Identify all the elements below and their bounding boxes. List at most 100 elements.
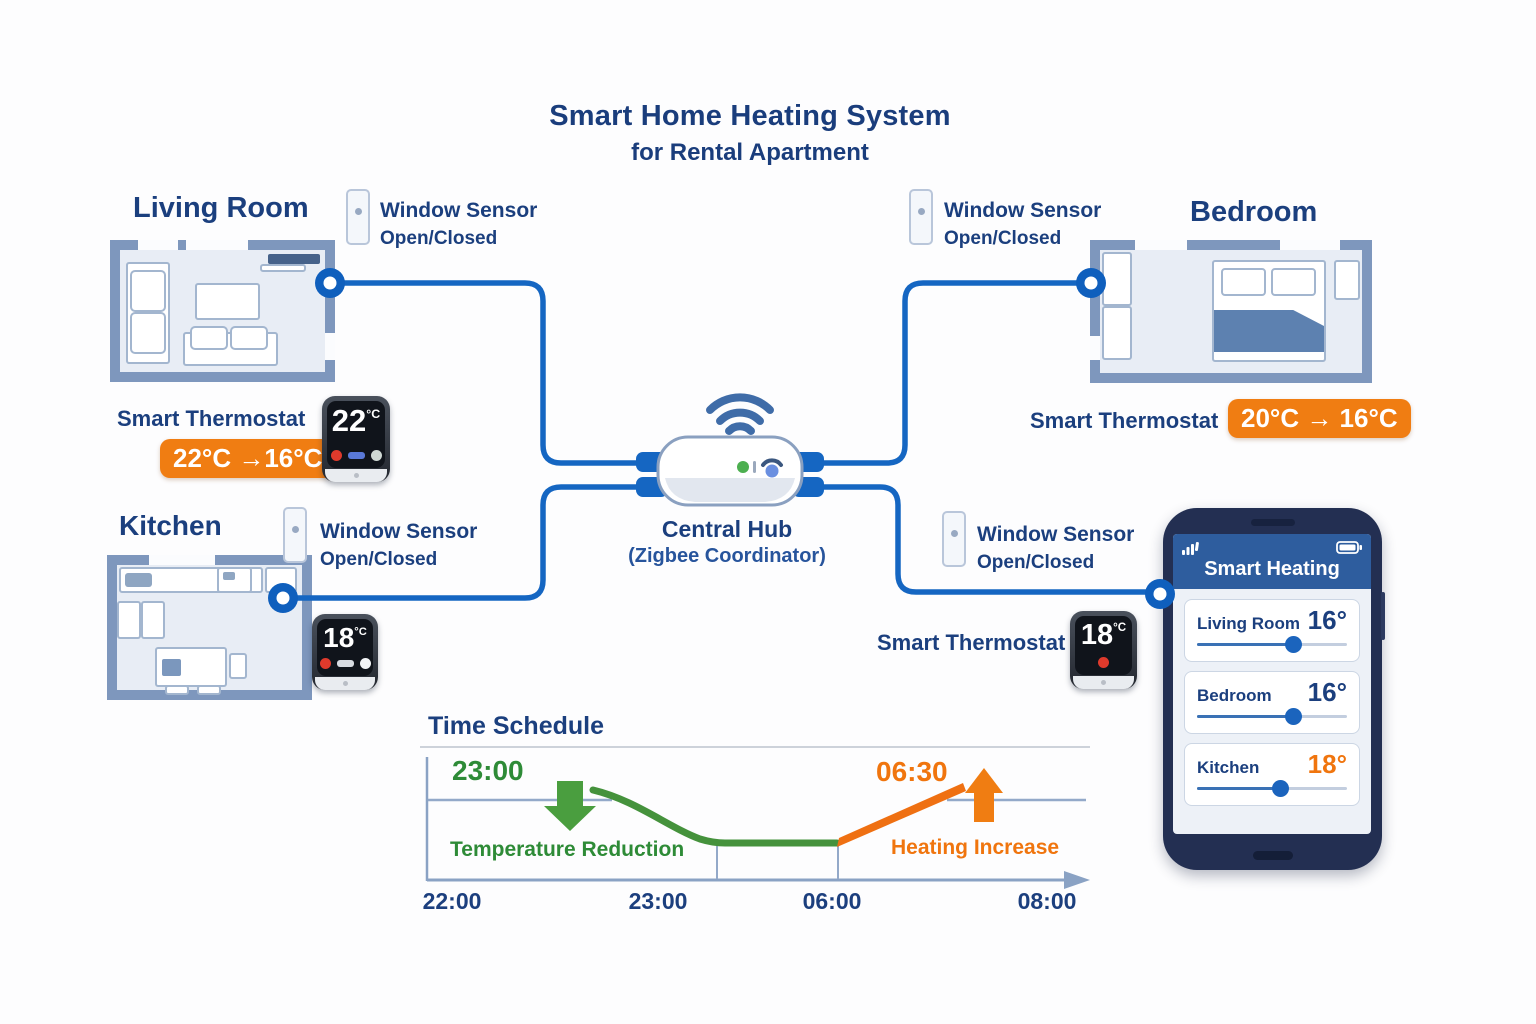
door-opening [325,333,335,360]
temperature-slider[interactable] [1197,636,1347,653]
stove [217,567,252,593]
kitchen-thermostat-device: 18°C [312,614,378,690]
room-card-kitchen[interactable]: Kitchen 18° [1184,743,1360,806]
slider-thumb[interactable] [1271,780,1289,797]
thermostat-indicators [317,658,373,669]
bedroom-floorplan [1090,240,1372,383]
wardrobe [1102,306,1132,360]
kitchen-title: Kitchen [119,510,222,541]
nightstand [1334,260,1360,300]
signal-icon [1182,541,1199,555]
thermostat-reading: 18 [323,622,355,653]
down-arrow-icon [544,781,596,831]
wifi-icon [706,393,774,435]
slider-thumb[interactable] [1285,708,1302,725]
chart-title: Time Schedule [428,712,604,740]
sofa-cushion [130,312,166,354]
increase-label: Heating Increase [891,836,1060,859]
hub-name: Central Hub [661,516,793,542]
window-sensor-icon [283,507,307,563]
cabinet [141,601,165,639]
wardrobe [1102,252,1132,306]
hub-subtitle: (Zigbee Coordinator) [628,545,826,567]
thermostat-indicators [1075,657,1132,668]
thermostat-indicators [327,450,385,461]
card-room-temp: 16° [1307,677,1347,707]
slider-thumb[interactable] [1285,636,1302,653]
hub-base-shading [665,478,795,502]
extra-thermostat-device: 18°C [1070,611,1137,689]
thermostat-reading: 22 [331,403,367,438]
x-tick: 08:00 [1017,888,1077,914]
tv-console [268,254,320,264]
window-opening [186,240,248,250]
window-opening [1280,240,1340,250]
living-thermostat-device: 22°C [322,396,390,482]
chair [165,685,189,695]
phone-side-button [1381,592,1385,640]
hub-wifi-glyph [761,458,783,467]
hub-connectors [636,452,824,497]
card-room-name: Living Room [1197,614,1300,633]
app-header: Smart Heating [1173,534,1371,589]
diagram-subtitle: for Rental Apartment [631,139,869,166]
card-room-temp: 18° [1307,749,1347,779]
window-opening [138,240,178,250]
x-tick: 23:00 [628,888,688,914]
window-sensor-state: Open/Closed [320,549,438,570]
central-hub-device [656,435,804,507]
window-sensor-state: Open/Closed [944,228,1062,249]
thermostat-unit: °C [366,406,381,421]
sofa-cushion [230,326,268,350]
pillow [1271,268,1316,296]
battery-icon [1336,541,1362,554]
window-sensor-label: Window Sensor [380,199,538,222]
hub-status-led [737,461,749,473]
card-room-name: Kitchen [1197,758,1260,777]
window-sensor-label: Window Sensor [944,199,1102,222]
card-room-temp: 16° [1307,605,1347,635]
window-sensor-icon [942,511,966,567]
sofa-cushion [190,326,228,350]
reduction-label: Temperature Reduction [450,838,685,861]
window-sensor-state: Open/Closed [977,552,1095,573]
app-title: Smart Heating [1204,558,1340,580]
chart-divider [420,746,1090,748]
window-sensor-state: Open/Closed [380,228,498,249]
phone-screen: Smart Heating Living Room 16° [1173,534,1371,834]
window-sensor-icon [346,189,370,245]
room-card-living[interactable]: Living Room 16° [1184,599,1360,662]
thermostat-unit: °C [354,625,367,638]
window-sensor-label: Window Sensor [320,520,478,543]
thermostat-unit: °C [1113,621,1127,635]
phone-speaker [1250,519,1295,526]
thermostat-reading: 18 [1080,619,1114,651]
extra-thermostat-label: Smart Thermostat [877,630,1066,655]
living-room-floorplan [110,240,335,382]
bedroom-title: Bedroom [1190,196,1318,228]
window-sensor-icon [909,189,933,245]
room-cards: Living Room 16° Bedroom 16° [1173,589,1371,806]
x-tick: 22:00 [422,888,482,914]
living-schedule-badge: 22°C →16°C [160,439,336,478]
temperature-slider[interactable] [1197,780,1347,797]
temperature-slider[interactable] [1197,708,1347,725]
cabinet [117,601,141,639]
bedroom-thermostat-label: Smart Thermostat [1030,408,1219,433]
window-opening [149,555,215,565]
phone-home-bar [1252,851,1293,860]
stove-burner [223,572,235,580]
smartphone: Smart Heating Living Room 16° [1163,508,1385,870]
reduction-time: 23:00 [452,755,524,786]
room-card-bedroom[interactable]: Bedroom 16° [1184,671,1360,734]
diagram-title: Smart Home Heating System [549,100,951,132]
window-sensor-label: Window Sensor [977,523,1135,546]
living-room-title: Living Room [133,192,309,224]
pillow [1221,268,1266,296]
tv-shelf [260,264,306,272]
coffee-table [195,283,260,320]
sofa-cushion [130,270,166,312]
slider-fill [1197,787,1280,790]
kitchen-floorplan [107,555,312,700]
